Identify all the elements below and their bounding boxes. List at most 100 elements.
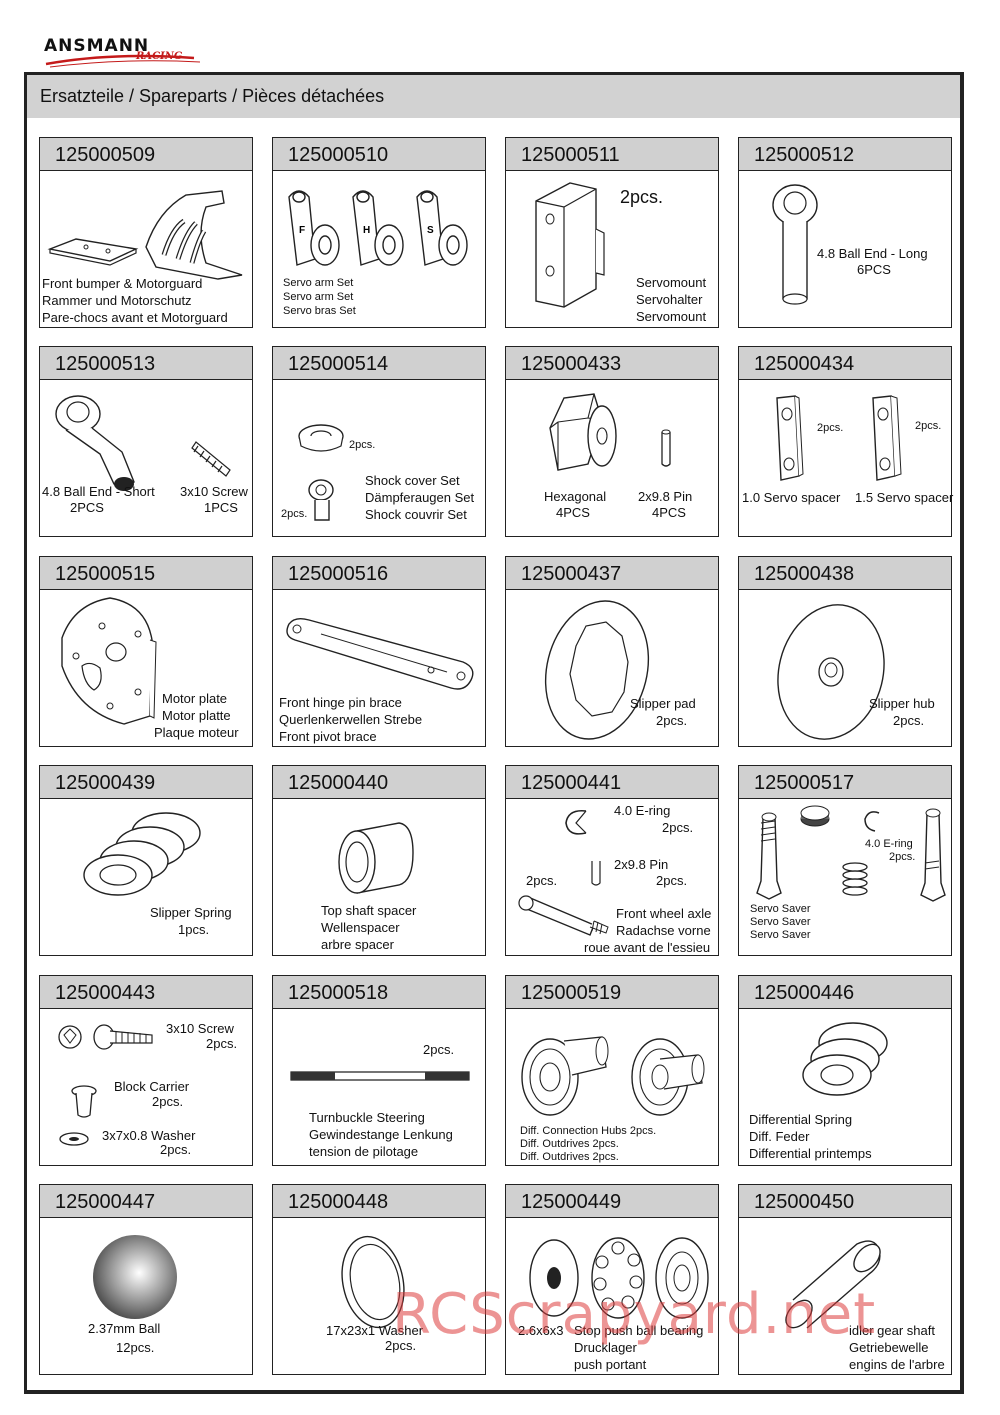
part-card: 125000516 Front hinge pin brace Querlenk… <box>272 556 486 747</box>
part-card: 125000439 Slipper Spring 1pcs. <box>39 765 253 956</box>
front-wheel-axle-icon <box>516 803 626 953</box>
part-number: 125000434 <box>754 353 855 375</box>
part-card: 125000447 2.37mm Ball 12pcs. <box>39 1184 253 1375</box>
part-label: 6PCS <box>857 262 891 277</box>
part-card: 125000448 17x23x1 Washer 2pcs. <box>272 1184 486 1375</box>
part-label: arbre spacer <box>321 937 394 952</box>
part-label: 17x23x1 Washer <box>326 1323 424 1338</box>
part-label: 2pcs. <box>889 851 916 863</box>
part-label: 2pcs. <box>206 1036 238 1051</box>
part-number: 125000440 <box>288 772 389 794</box>
part-label: Front wheel axle <box>616 906 712 921</box>
part-label: Servomount <box>636 275 707 290</box>
part-label: Servo bras Set <box>283 305 356 317</box>
part-number: 125000437 <box>521 563 622 585</box>
part-card: 125000449 2.6x6x3 Stop push ball bearing… <box>505 1184 719 1375</box>
diff-hubs-icon <box>514 1019 714 1129</box>
washer-icon <box>335 1228 415 1338</box>
part-label: Servomount <box>636 309 707 324</box>
part-label: Diff. Outdrives 2pcs. <box>520 1151 619 1163</box>
shock-cover-icon <box>293 420 363 530</box>
part-number: 125000519 <box>521 982 622 1004</box>
motor-plate-icon <box>54 596 164 726</box>
part-number: 125000518 <box>288 982 389 1004</box>
part-number: 125000449 <box>521 1191 622 1213</box>
part-label: 2pcs. <box>152 1094 184 1109</box>
servo-arm-icon: F H S <box>283 185 473 275</box>
part-label: Servo arm Set <box>283 277 354 289</box>
ball-icon <box>93 1235 177 1319</box>
screw-block-washer-icon <box>58 1021 158 1151</box>
part-label: Shock cover Set <box>365 473 460 488</box>
part-number: 125000509 <box>55 144 156 166</box>
part-label: 2.6x6x3 <box>518 1323 564 1338</box>
part-label: Differential printemps <box>749 1146 872 1161</box>
part-card: 125000518 2pcs. Turnbuckle Steering Gewi… <box>272 975 486 1166</box>
part-label: idler gear shaft <box>849 1323 935 1338</box>
slipper-spring-icon <box>70 807 210 907</box>
part-label: Rammer und Motorschutz <box>42 293 192 308</box>
part-label: 1.0 Servo spacer <box>742 490 841 505</box>
part-label: Motor platte <box>162 708 231 723</box>
brand-logo: ANSMANN RACING <box>44 36 204 70</box>
servomount-icon <box>530 179 610 309</box>
part-number: 125000433 <box>521 353 622 375</box>
header-band <box>27 75 960 118</box>
part-label: 4.0 E-ring <box>614 803 671 818</box>
part-number: 125000512 <box>754 144 855 166</box>
part-label: 2pcs. <box>349 439 376 451</box>
part-label: engins de l'arbre <box>849 1357 945 1372</box>
part-label: 2pcs. <box>281 508 308 520</box>
part-label: 1pcs. <box>178 922 210 937</box>
part-label: Plaque moteur <box>154 725 239 740</box>
part-number: 125000441 <box>521 772 622 794</box>
part-label: 2PCS <box>70 500 104 515</box>
watermark: RCScrapyard.net <box>392 1282 877 1347</box>
part-card: 125000438 Slipper hub 2pcs. <box>738 556 952 747</box>
part-label: 2pcs. <box>385 1338 417 1353</box>
idler-gear-shaft-icon <box>779 1238 889 1328</box>
part-label: Diff. Connection Hubs 2pcs. <box>520 1125 657 1137</box>
part-number: 125000450 <box>754 1191 855 1213</box>
part-label: Drucklager <box>574 1340 637 1355</box>
part-label: 2pcs. <box>526 873 558 888</box>
part-label: Dämpferaugen Set <box>365 490 475 505</box>
part-label: Motor plate <box>162 691 228 706</box>
part-card: 125000513 4.8 Ball End - Short 2PCS 3x10… <box>39 346 253 537</box>
ball-end-short-icon <box>52 394 242 491</box>
part-label: Servo Saver <box>750 916 811 928</box>
slipper-hub-icon <box>769 598 889 748</box>
logo-subtext: RACING <box>136 51 183 62</box>
part-number: 125000517 <box>754 772 855 794</box>
part-number: 125000513 <box>55 353 156 375</box>
part-label: 2pcs. <box>620 187 664 207</box>
part-label: 3x7x0.8 Washer <box>102 1128 196 1143</box>
part-label: roue avant de l'essieu <box>584 940 711 955</box>
part-card: 125000440 Top shaft spacer Wellenspacer … <box>272 765 486 956</box>
part-label: Getriebewelle <box>849 1340 929 1355</box>
turnbuckle-icon <box>289 1069 471 1085</box>
part-label: Radachse vorne <box>616 923 711 938</box>
part-number: 125000514 <box>288 353 389 375</box>
part-label: Servo arm Set <box>283 291 354 303</box>
part-number: 125000438 <box>754 563 855 585</box>
hinge-pin-brace-icon <box>281 616 481 696</box>
slipper-pad-icon <box>542 596 652 746</box>
part-label: 4.0 E-ring <box>865 838 913 850</box>
part-label: 2x9.8 Pin <box>638 489 693 504</box>
part-label: Differential Spring <box>749 1112 853 1127</box>
part-number: 125000443 <box>55 982 156 1004</box>
part-label: Gewindestange Lenkung <box>309 1127 453 1142</box>
part-card: 125000519 Diff. Connection Hubs 2pcs. Di… <box>505 975 719 1166</box>
part-label: Block Carrier <box>114 1079 190 1094</box>
part-label: 2pcs. <box>662 820 694 835</box>
part-label: 2pcs. <box>915 420 942 432</box>
part-label: 4PCS <box>652 505 686 520</box>
part-label: push portant <box>574 1357 647 1372</box>
thrust-bearing-icon <box>526 1232 716 1322</box>
part-label: Servo Saver <box>750 903 811 915</box>
part-label: Top shaft spacer <box>321 903 417 918</box>
part-label: 2pcs. <box>656 713 688 728</box>
part-label: Front pivot brace <box>279 729 377 744</box>
part-card: 125000441 4.0 E-ring 2pcs. 2x9.8 Pin 2pc… <box>505 765 719 956</box>
